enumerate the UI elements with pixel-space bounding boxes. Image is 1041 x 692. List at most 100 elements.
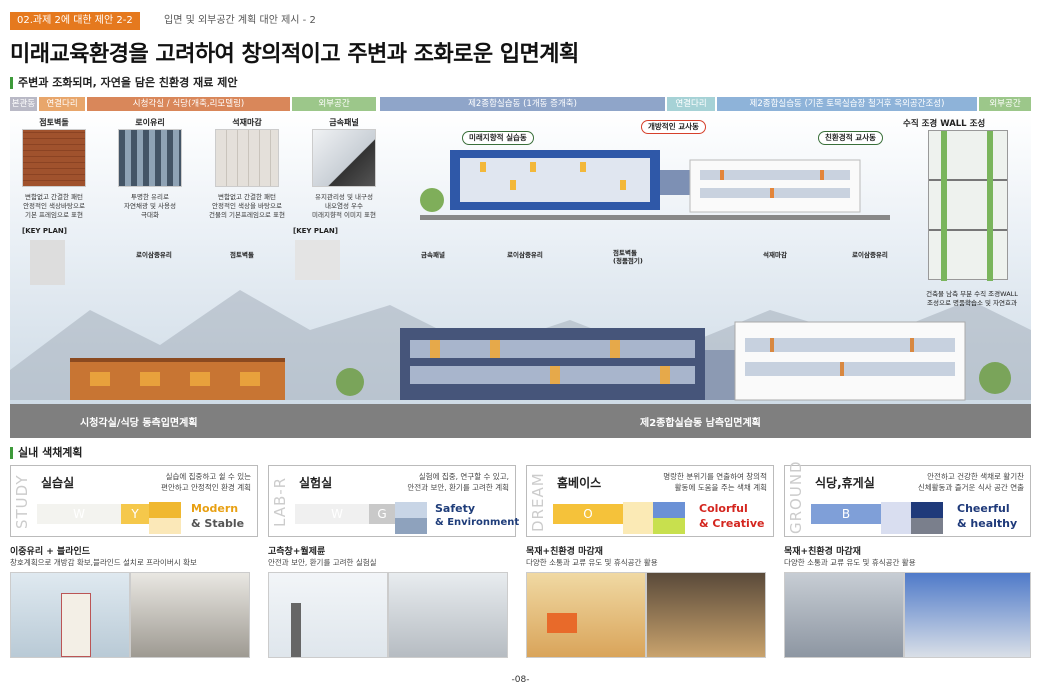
panel-desc: 안전하고 건강한 색채로 활기찬 신체활동과 즐거운 식사 공간 연출 [917, 472, 1024, 492]
swatch-pale-blue [881, 502, 911, 534]
caption-desc-3: 다양한 소통과 교류 유도 및 휴식공간 활용 [526, 558, 658, 567]
panel-keyword-1: Cheerful [957, 502, 1010, 515]
panel-keyword-2: & Environment [435, 517, 520, 528]
swatch-g: G [369, 504, 395, 524]
building-perspective [420, 150, 890, 220]
caption-desc-1: 창호계획으로 개방감 확보,블라인드 설치로 프라이버시 확보 [10, 558, 197, 567]
material-desc-glass: 투명한 유리로 자연채광 및 사용성 극대화 [108, 193, 192, 220]
callout-brick-2: 점토벽돌 (정품점기) [613, 249, 643, 265]
caption-desc-4: 다양한 소통과 교류 유도 및 휴식공간 활용 [784, 558, 916, 567]
photo-homebase-2 [646, 572, 766, 658]
swatch-yellow-dark [149, 502, 181, 518]
material-desc-metal-text: 유지관리성 및 내구성 내오염성 우수 미래지향적 이미지 표현 [312, 193, 376, 219]
material-label-glass: 로이유리 [135, 118, 165, 127]
elevation-buildings [70, 321, 1011, 401]
photo-cafeteria-1 [784, 572, 904, 658]
band-bridge-2: 연결다리 [667, 97, 715, 111]
panel-name: 홈베이스 [557, 476, 602, 490]
swatch-y: Y [121, 504, 149, 524]
band-outdoor-2: 외부공간 [979, 97, 1031, 111]
page-title: 미래교육환경을 고려하여 창의적이고 주변과 조화로운 입면계획 [10, 42, 579, 67]
panel-desc: 실습에 집중하고 쉴 수 있는 편안하고 안정적인 환경 계획 [161, 472, 251, 492]
photo-cafeteria-2 [904, 572, 1031, 658]
caption-title-2: 고측창+월제륜 [268, 547, 326, 557]
green-wall-plants-right [987, 131, 993, 281]
photo-lab-interior [388, 572, 508, 658]
green-wall-note: 건축물 남측 부분 수직 조경WALL 조성으로 명품학습소 및 자연효과 [926, 290, 1018, 307]
swatch-w: W [37, 504, 121, 524]
photo-homebase-1 [526, 572, 646, 658]
pill-eco-school: 친환경적 교사동 [818, 131, 883, 145]
section-heading-materials: 주변과 조화되며, 자연을 담은 친환경 재료 제안 [10, 76, 237, 90]
panel-name: 실험실 [299, 476, 333, 490]
color-panel-ground: GROUND 식당,휴게실 안전하고 건강한 색채로 활기찬 신체활동과 즐거운… [784, 460, 1031, 537]
callout-brick-1: 점토벽돌 [230, 251, 254, 259]
panel-desc: 명랑한 분위기를 연출하여 창의적 활동에 도움을 주는 색채 계획 [663, 472, 767, 492]
swatch-blue-light [395, 502, 427, 518]
panel-vert-label: STUDY [13, 474, 31, 530]
material-desc-brick: 변함없고 간결한 패턴 안정적인 색상바탕으로 기본 프레임으로 표현 [12, 193, 96, 220]
color-panel-lab: LAB-R 실험실 실험에 집중, 연구할 수 있고, 안전과 보안, 환기를 … [268, 465, 520, 537]
material-label-metal: 금속패널 [329, 118, 359, 127]
panel-desc: 실험에 집중, 연구할 수 있고, 안전과 보안, 환기를 고려한 계획 [407, 472, 509, 492]
callout-low-e-glass-1: 로이삼중유리 [136, 251, 172, 259]
material-desc-stone: 변함없고 간결한 패턴 안정적인 색상을 바탕으로 건물의 기본프레임으로 표현 [205, 193, 289, 220]
elevation-label-left: 시청각실/식당 동측입면계획 [80, 418, 198, 429]
panel-keyword-2: & Stable [191, 517, 245, 530]
callout-metal: 금속패널 [421, 251, 445, 259]
elevation-label-right: 제2종합실습동 남측입면계획 [640, 418, 761, 429]
panel-keyword-1: Modern [191, 502, 239, 515]
panel-name: 식당,휴게실 [815, 476, 875, 490]
panel-vert-label: LAB-R [271, 476, 289, 528]
material-desc-glass-text: 투명한 유리로 자연채광 및 사용성 극대화 [124, 193, 176, 219]
caption-title-3: 목재+친환경 마감재 [526, 547, 603, 557]
photo-person-silhouette [291, 603, 301, 657]
band-bridge-1: 연결다리 [39, 97, 85, 111]
color-panel-dream: DREAM 홈베이스 명랑한 분위기를 연출하여 창의적 활동에 도움을 주는 … [526, 465, 774, 537]
material-label-stone: 석재마감 [232, 118, 262, 127]
keyplan-label-2: [KEY PLAN] [293, 227, 338, 235]
swatch-blue-grey [395, 518, 427, 534]
section-tag: 02.과제 2에 대한 제안 2-2 [10, 12, 140, 30]
caption-title-1: 이중유리 + 블라인드 [10, 547, 91, 557]
green-wall-section [928, 130, 1008, 281]
band-outdoor-1: 외부공간 [292, 97, 376, 111]
swatch-navy [911, 502, 943, 518]
panel-keyword-2: & Creative [699, 517, 765, 530]
caption-title-4: 목재+친환경 마감재 [784, 547, 861, 557]
panel-name: 실습실 [41, 476, 75, 490]
photo-corridor-blinds [130, 572, 250, 658]
section-subtitle: 입면 및 외부공간 계획 대안 제시 - 2 [164, 15, 316, 26]
panel-keyword-1: Safety [435, 502, 476, 515]
keyplan-label-1: [KEY PLAN] [22, 227, 67, 235]
photo-door [61, 593, 91, 657]
swatch-o: O [553, 504, 623, 524]
callout-stone: 석재마감 [763, 251, 787, 259]
band-practice-building: 제2종합실습동 (1개동 증개축) [380, 97, 665, 111]
band-main-building: 본관동 [10, 97, 37, 111]
brick-thumbnail [22, 129, 86, 187]
material-desc-stone-text: 변함없고 간결한 패턴 안정적인 색상을 바탕으로 건물의 기본프레임으로 표현 [209, 193, 285, 219]
section-heading-colors: 실내 색채계획 [10, 446, 83, 460]
panel-keyword-2: & healthy [957, 517, 1018, 530]
pill-open-school: 개방적인 교사동 [641, 120, 706, 134]
swatch-yellow-light [149, 518, 181, 534]
green-wall-title: 수직 조경 WALL 조성 [903, 119, 986, 129]
material-label-brick: 점토벽돌 [39, 118, 69, 127]
swatch-grey [911, 518, 943, 534]
callout-low-e-glass-2: 로이삼중유리 [507, 251, 543, 259]
photo-lab-window [268, 572, 388, 658]
keyplan-2 [295, 240, 340, 280]
glass-thumbnail [118, 129, 182, 187]
green-wall-plants-left [941, 131, 947, 281]
page-number: -08- [511, 675, 530, 685]
caption-desc-2: 안전과 보안, 환기를 고려한 실험실 [268, 558, 377, 567]
ground-strip [10, 404, 1031, 438]
photo-orange-furniture [547, 613, 577, 633]
material-desc-metal: 유지관리성 및 내구성 내오염성 우수 미래지향적 이미지 표현 [302, 193, 386, 220]
color-panel-study: STUDY 실습실 실습에 집중하고 쉴 수 있는 편안하고 안정적인 환경 계… [10, 465, 258, 537]
keyplan-1 [30, 240, 65, 285]
photo-double-glazing [10, 572, 130, 658]
pill-future-lab: 미래지향적 실습동 [462, 131, 534, 145]
